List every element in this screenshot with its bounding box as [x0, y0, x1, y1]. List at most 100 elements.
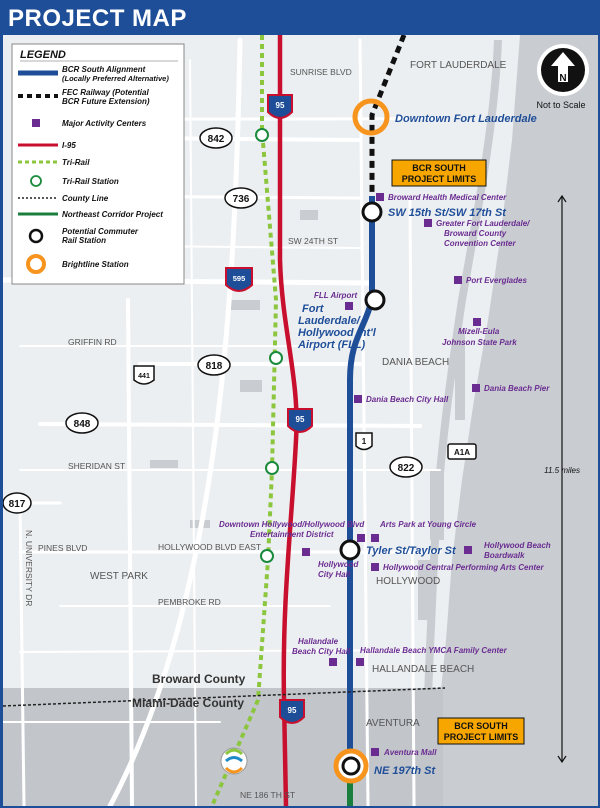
- activity-label-hw-boardwalk-2: Boardwalk: [484, 551, 525, 560]
- activity-label-convention-2: Broward County: [444, 229, 507, 238]
- scale-note: Not to Scale: [536, 100, 585, 110]
- county-label-broward: Broward County: [152, 672, 246, 686]
- tri-rail-station: [269, 351, 283, 365]
- station-label-tyler: Tyler St/Taylor St: [366, 545, 457, 557]
- county-line: [3, 687, 446, 707]
- commuter-station-ne197: [341, 756, 361, 776]
- tri-rail-logo-icon: [220, 747, 248, 775]
- shield-i95-top: 95: [267, 94, 293, 119]
- svg-text:BCR South Alignment: BCR South Alignment: [62, 65, 146, 74]
- activity-label-port: Port Everglades: [466, 276, 527, 285]
- map-canvas: SUNRISE BLVD SW 24TH ST GRIFFIN RD SHERI…: [3, 35, 598, 806]
- activity-label-hb-hall-1: Hallandale: [298, 637, 339, 646]
- svg-text:Northeast Corridor Project: Northeast Corridor Project: [62, 210, 163, 219]
- callout-north-limit: BCR SOUTH PROJECT LIMITS: [391, 159, 487, 187]
- callout-south-limit: BCR SOUTH PROJECT LIMITS: [437, 717, 525, 745]
- activity-label-fll-airport: FLL Airport: [314, 291, 357, 300]
- shield-i95-mid: 95: [287, 408, 313, 433]
- svg-text:822: 822: [398, 463, 415, 474]
- road-label-pines: PINES BLVD: [38, 543, 87, 553]
- state-road-shields: 842 736 818 848 822 817: [3, 127, 423, 514]
- svg-text:Tri-Rail Station: Tri-Rail Station: [62, 177, 119, 186]
- svg-text:95: 95: [296, 415, 305, 424]
- activity-label-hw-hall-1: Hollywood: [318, 560, 360, 569]
- legend-swatch-trirail-station: [30, 175, 42, 187]
- activity-label-broward-health: Broward Health Medical Center: [388, 193, 507, 202]
- svg-text:Rail Station: Rail Station: [62, 236, 106, 245]
- shield-us1: 1: [355, 432, 373, 451]
- station-label-downtown-fl: Downtown Fort Lauderdale: [395, 113, 537, 125]
- fec-railway-line: [369, 35, 407, 196]
- map-legend: LEGEND BCR South Alignment (Locally Pref…: [11, 43, 185, 285]
- activity-label-dania-hall: Dania Beach City Hall: [366, 395, 449, 404]
- tri-rail-station: [265, 461, 279, 475]
- svg-text:Tri-Rail: Tri-Rail: [62, 158, 90, 167]
- svg-text:I-95: I-95: [62, 141, 76, 150]
- i95-line: [277, 35, 299, 806]
- tri-rail-stations: [255, 128, 283, 563]
- svg-text:BCR Future Extension): BCR Future Extension): [62, 97, 150, 106]
- activity-label-hw-pac: Hollywood Central Performing Arts Center: [383, 563, 545, 572]
- station-label-sw15: SW 15th St/SW 17th St: [388, 207, 507, 219]
- place-label-west-park: WEST PARK: [90, 571, 148, 582]
- svg-text:817: 817: [9, 499, 26, 510]
- svg-text:LEGEND: LEGEND: [20, 49, 66, 61]
- svg-text:N: N: [559, 73, 566, 84]
- svg-text:Potential Commuter: Potential Commuter: [62, 227, 139, 236]
- road-label-sunrise: SUNRISE BLVD: [290, 67, 352, 77]
- activity-label-downtown-hw-1: Downtown Hollywood/Hollywood Blvd: [219, 520, 365, 529]
- tri-rail-station: [255, 128, 269, 142]
- road-label-hollywood-blvd: HOLLYWOOD BLVD EAST: [158, 542, 261, 552]
- svg-text:BCR SOUTH: BCR SOUTH: [412, 163, 466, 173]
- shield-i595: 595: [225, 267, 253, 292]
- distance-label: 11.5 miles: [544, 466, 580, 475]
- brightline-station-downtown: [352, 98, 390, 136]
- svg-text:848: 848: [74, 419, 91, 430]
- place-label-dania-beach: DANIA BEACH: [382, 357, 449, 368]
- legend-swatch-commuter: [28, 228, 44, 244]
- county-label-miami-dade: Miami-Dade County: [132, 696, 244, 710]
- place-label-hollywood: HOLLYWOOD: [376, 576, 440, 587]
- svg-text:818: 818: [206, 361, 223, 372]
- activity-label-convention-1: Greater Fort Lauderdale/: [436, 219, 530, 228]
- activity-label-hb-ymca: Hallandale Beach YMCA Family Center: [360, 646, 508, 655]
- svg-text:BCR SOUTH: BCR SOUTH: [454, 721, 508, 731]
- tri-rail-station: [260, 549, 274, 563]
- svg-text:441: 441: [138, 373, 150, 380]
- activity-label-hw-hall-2: City Hall: [318, 570, 351, 579]
- svg-text:Brightline Station: Brightline Station: [62, 260, 129, 269]
- activity-label-mizell-1: Mizell-Eula: [458, 327, 500, 336]
- svg-text:FEC Railway (Potential: FEC Railway (Potential: [62, 88, 149, 97]
- activity-label-mizell-2: Johnson State Park: [442, 338, 517, 347]
- shield-i95-bottom: 95: [279, 699, 305, 724]
- svg-text:595: 595: [233, 274, 246, 283]
- station-label-fll-2: Lauderdale/: [298, 315, 362, 327]
- activity-label-downtown-hw-2: Entertainment District: [250, 530, 334, 539]
- place-label-aventura: AVENTURA: [366, 718, 420, 729]
- station-label-fll-3: Hollywood Int'l: [298, 327, 377, 339]
- activity-center-markers: [302, 193, 481, 756]
- place-label-fort-lauderdale: FORT LAUDERDALE: [410, 60, 507, 71]
- svg-text:A1A: A1A: [454, 448, 470, 457]
- station-label-fll-1: Fort: [302, 303, 325, 315]
- svg-text:PROJECT LIMITS: PROJECT LIMITS: [402, 174, 477, 184]
- svg-text:Major Activity Centers: Major Activity Centers: [62, 119, 147, 128]
- miami-dade-area: [3, 688, 443, 806]
- svg-text:1: 1: [362, 437, 367, 446]
- road-label-griffin: GRIFFIN RD: [68, 337, 117, 347]
- activity-label-aventura-mall: Aventura Mall: [383, 748, 437, 757]
- activity-label-dania-pier: Dania Beach Pier: [484, 384, 550, 393]
- svg-text:95: 95: [276, 101, 285, 110]
- distance-scale: [557, 194, 567, 764]
- commuter-station-tyler: [339, 539, 361, 561]
- legend-swatch-brightline: [26, 254, 46, 274]
- north-arrow: N: [537, 44, 589, 96]
- legend-swatch-activity: [32, 119, 40, 127]
- road-label-sw24: SW 24TH ST: [288, 236, 338, 246]
- road-label-pembroke: PEMBROKE RD: [158, 597, 221, 607]
- activity-label-hb-hall-2: Beach City Hall: [292, 647, 351, 656]
- activity-label-hw-boardwalk-1: Hollywood Beach: [484, 541, 551, 550]
- road-label-sheridan: SHERIDAN ST: [68, 461, 125, 471]
- svg-text:95: 95: [288, 706, 297, 715]
